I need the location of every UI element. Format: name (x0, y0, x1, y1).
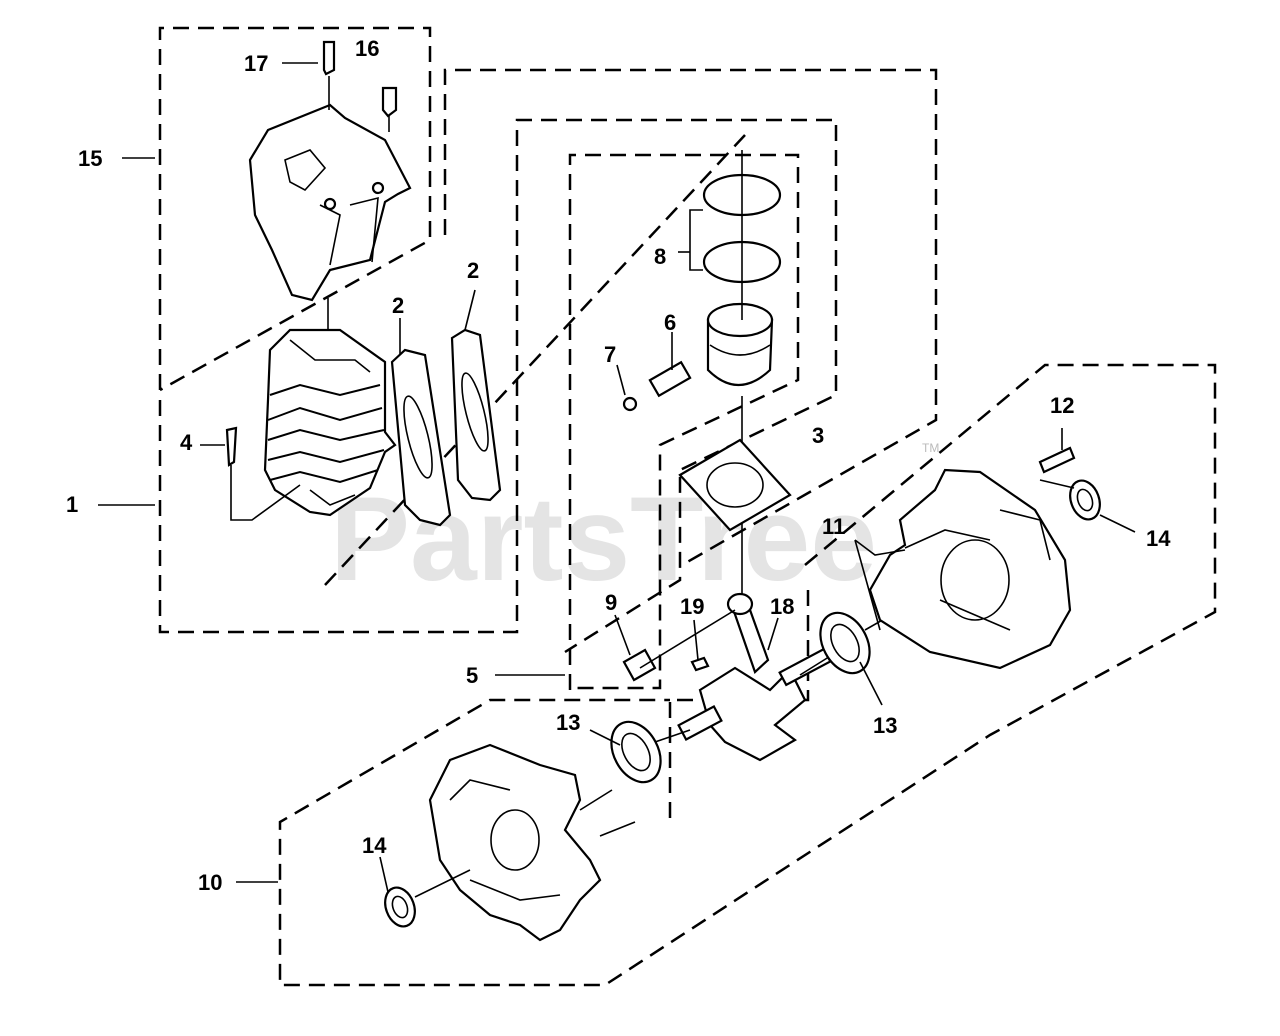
callout-6: 6 (664, 310, 676, 335)
callout-1: 1 (66, 492, 78, 517)
pin-clip-7 (622, 396, 638, 412)
callout-5: 5 (466, 663, 478, 688)
cylinder-assembly (225, 298, 502, 527)
callout-3: 3 (812, 423, 824, 448)
callout-19: 19 (680, 594, 704, 619)
callout-leaders (98, 62, 906, 893)
base-gasket-assembly (678, 438, 792, 532)
callout-13-right: 13 (873, 713, 897, 738)
callout-9: 9 (605, 590, 617, 615)
piston (706, 318, 774, 386)
needle-bearing-9 (622, 648, 657, 682)
callout-10: 10 (198, 870, 222, 895)
callout-labels: 17 16 15 2 2 4 1 8 6 7 3 12 14 11 9 19 1… (66, 36, 1171, 895)
crankshaft-assembly (610, 592, 901, 784)
callout-4: 4 (180, 430, 193, 455)
group-boxes (158, 26, 1217, 987)
bearing-13-right (819, 611, 871, 675)
dash-diagonal (324, 134, 746, 586)
callout-11: 11 (822, 514, 845, 539)
stud-12 (1038, 446, 1076, 474)
callout-8: 8 (654, 244, 666, 269)
spark-plug-4 (225, 426, 238, 467)
piston-pin (648, 360, 692, 398)
callout-12: 12 (1050, 393, 1074, 418)
crankshaft-18 (698, 666, 807, 762)
callout-16: 16 (355, 36, 379, 61)
gasket-2a (390, 348, 452, 527)
callout-2-left: 2 (392, 293, 404, 318)
key-19 (690, 656, 710, 672)
piston-assembly (622, 150, 782, 600)
callout-13-left: 13 (556, 710, 580, 735)
callout-14-left: 14 (362, 833, 387, 858)
callout-14-right: 14 (1146, 526, 1171, 551)
box-right-crankcase (278, 363, 1217, 987)
crankcase-half-left (428, 743, 602, 942)
box-15-cover (158, 26, 432, 392)
gasket-2b (450, 328, 502, 502)
box-outer-top (443, 68, 938, 567)
oil-seal-14-left (384, 886, 416, 928)
left-crankcase-assembly (384, 743, 636, 942)
right-crankcase-assembly (868, 428, 1136, 670)
watermark-trademark: TM (922, 441, 939, 455)
screw-17 (322, 40, 336, 76)
box-5-piston (568, 153, 800, 690)
bearing-13-left (610, 720, 662, 784)
callout-15: 15 (78, 146, 102, 171)
screw-16 (381, 86, 398, 118)
cover-assembly (248, 40, 412, 302)
callout-17: 17 (244, 51, 268, 76)
callout-2-right: 2 (467, 258, 479, 283)
box-1-cylinder (158, 118, 838, 654)
oil-seal-14-right (1069, 479, 1101, 521)
callout-7: 7 (604, 342, 616, 367)
crankcase-half-right (868, 468, 1072, 670)
base-gasket-3 (678, 438, 792, 532)
callout-18: 18 (770, 594, 794, 619)
